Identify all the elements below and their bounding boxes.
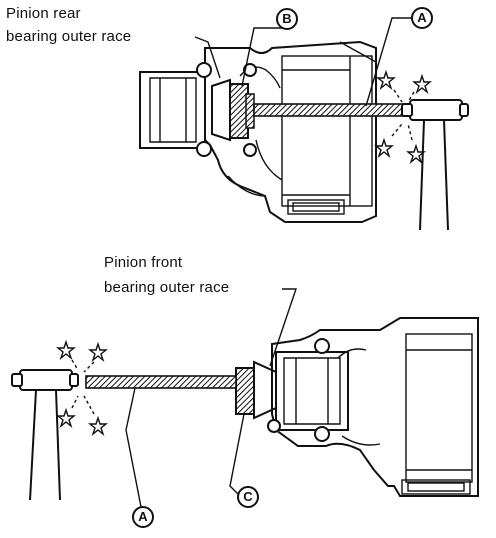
callout-a-bottom: A xyxy=(132,506,154,528)
bottom-drift-rod xyxy=(85,375,237,389)
bottom-pinion-retainer xyxy=(267,338,349,442)
top-label-line2: bearing outer race xyxy=(6,28,132,45)
bottom-impact-stars xyxy=(56,339,108,437)
top-b-leader xyxy=(241,27,284,87)
top-impact-stars xyxy=(374,69,432,165)
top-race-leader xyxy=(194,36,221,79)
callout-b: B xyxy=(276,8,298,30)
top-bearing-outer-race xyxy=(211,78,231,142)
top-pinion-retainer xyxy=(139,62,257,157)
top-hammer xyxy=(401,99,469,231)
callout-a-top: A xyxy=(411,7,433,29)
bottom-illustration xyxy=(11,288,479,513)
top-carrier-housing xyxy=(204,40,377,223)
bottom-race-leader xyxy=(269,288,297,367)
top-drift-rod xyxy=(253,103,405,117)
bottom-carrier-housing xyxy=(271,317,479,497)
top-illustration xyxy=(139,17,469,231)
bottom-installer-tool xyxy=(235,367,255,415)
bottom-label-line1: Pinion front xyxy=(104,254,183,271)
bottom-hammer xyxy=(11,369,79,501)
bottom-a-leader xyxy=(125,387,143,513)
top-a-leader xyxy=(365,17,412,107)
bottom-label-line2: bearing outer race xyxy=(104,279,230,296)
bottom-c-leader xyxy=(229,413,245,495)
top-label-line1: Pinion rear xyxy=(6,5,81,22)
callout-c: C xyxy=(237,486,259,508)
